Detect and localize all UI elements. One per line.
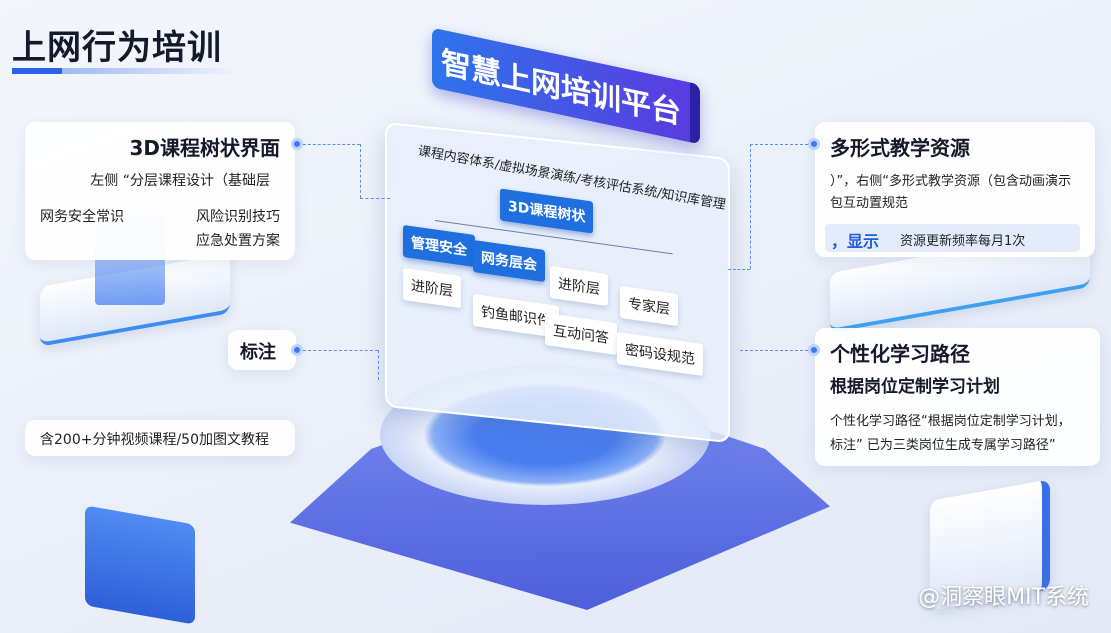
card-heading: 个性化学习路径 [830, 342, 970, 366]
tree-branch[interactable]: 管理安全 [403, 224, 475, 268]
tree-node[interactable]: 专家层 [620, 285, 678, 327]
card-heading: 标注 [240, 342, 276, 363]
course-tree-card: 3D课程树状界面 左侧 “分层课程设计（基础层 网务安全常识 风险识别技巧 应急… [25, 122, 295, 260]
tree-root[interactable]: 3D课程树状 [500, 188, 594, 234]
connector-dot [291, 138, 303, 150]
title-underline [12, 68, 62, 74]
connector-line [303, 350, 378, 351]
connector-dot [808, 138, 820, 150]
page-title: 上网行为培训 [12, 28, 222, 68]
tree-node[interactable]: 进阶层 [403, 267, 461, 309]
course-tree: 3D课程树状 管理安全 网务层会 进阶层 钓鱼邮识件 进阶层 互动问答 专家层 … [395, 188, 725, 390]
resources-card: 多形式教学资源 ）”，右侧“多形式教学资源（包含动画演示 包互动置规范 ，显示 … [815, 122, 1095, 257]
card-text: 包互动置规范 [830, 196, 909, 211]
update-row: ，显示 资源更新频率每月1次 [825, 224, 1080, 252]
highlight-text: ，显示 [831, 232, 880, 251]
tree-branch[interactable]: 网务层会 [473, 239, 545, 283]
card-text: 左侧 “分层课程设计（基础层 [90, 173, 270, 189]
card-heading: 3D课程树状界面 [129, 136, 280, 160]
card-text: 标注” 已为三类岗位生成专属学习路径” [830, 438, 1056, 453]
connector-line [750, 144, 808, 145]
card-item: 风险识别技巧 [196, 209, 280, 225]
document-icon [85, 505, 195, 625]
tree-node[interactable]: 互动问答 [545, 312, 617, 356]
card-item: 网务安全常识 [40, 209, 124, 225]
title-underline-fade [62, 68, 242, 74]
learning-path-card: 个性化学习路径 根据岗位定制学习计划 个性化学习路径“根据岗位定制学习计划， 标… [815, 328, 1100, 466]
connector-line [740, 350, 808, 351]
card-item: 应急处置方案 [196, 233, 280, 249]
card-heading: 多形式教学资源 [830, 136, 970, 160]
connector-line [750, 144, 751, 269]
connector-line [728, 269, 750, 270]
connector-dot [808, 344, 820, 356]
update-frequency: 资源更新频率每月1次 [900, 234, 1026, 249]
card-text: 个性化学习路径“根据岗位定制学习计划， [830, 414, 1071, 429]
connector-dot [291, 344, 303, 356]
watermark: @洞察眼MIT系统 [918, 585, 1089, 610]
card-subheading: 根据岗位定制学习计划 [830, 377, 1000, 397]
connector-line [303, 144, 360, 145]
connector-line [360, 144, 361, 198]
connector-line [378, 350, 379, 380]
card-text: 含200+分钟视频课程/50加图文教程 [40, 432, 269, 448]
stats-card: 含200+分钟视频课程/50加图文教程 [25, 420, 295, 456]
connector-line [360, 198, 390, 199]
platform-banner: 智慧上网培训平台 [432, 27, 700, 145]
tree-node[interactable]: 进阶层 [550, 265, 608, 307]
tree-node[interactable]: 密码设规范 [617, 331, 703, 377]
annotation-card: 标注 [228, 330, 296, 370]
card-text: ）”，右侧“多形式教学资源（包含动画演示 [830, 174, 1071, 189]
